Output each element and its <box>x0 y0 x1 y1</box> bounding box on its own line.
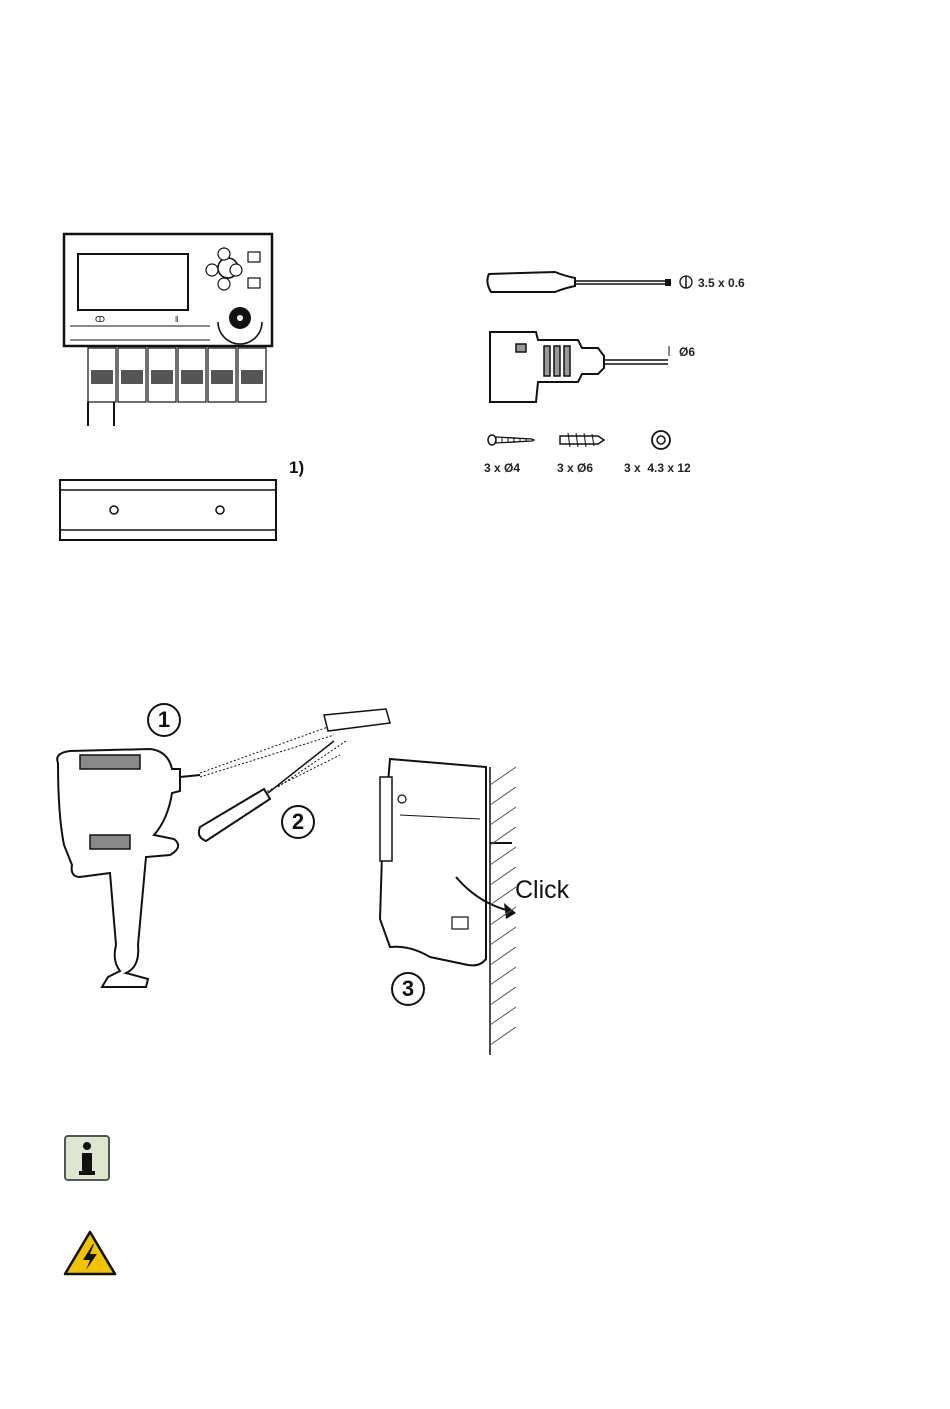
drill-drawing <box>486 326 676 410</box>
click-label: Click <box>515 876 569 905</box>
drill-bit-size-label: Ø6 <box>679 345 695 359</box>
slotted-screw-icon <box>679 275 693 289</box>
high-voltage-warning-icon <box>63 1230 117 1276</box>
wall-plug-qty-label: 3 x Ø6 <box>557 461 593 475</box>
rail-footnote-marker: 1) <box>289 458 304 478</box>
wall-plug-icon <box>558 429 606 451</box>
screwdriver-size-label: 3.5 x 0.6 <box>698 276 745 290</box>
step-3-number: 3 <box>402 976 414 1001</box>
screw-qty-label: 3 x Ø4 <box>484 461 520 475</box>
controller-unit-drawing: ↀ ‖ <box>60 230 280 430</box>
step-2-marker: 2 <box>281 805 315 839</box>
svg-text:ↀ: ↀ <box>95 315 105 324</box>
svg-text:‖: ‖ <box>175 315 178 324</box>
washer-qty-label: 3 x 4.3 x 12 <box>624 461 691 475</box>
screwdriver-drawing <box>485 266 685 298</box>
step-3-marker: 3 <box>391 972 425 1006</box>
din-rail-drawing <box>58 472 280 548</box>
info-icon <box>64 1135 110 1181</box>
step-2-number: 2 <box>292 809 304 834</box>
mounting-illustration <box>50 695 590 1065</box>
washer-icon <box>650 429 672 451</box>
step-1-marker: 1 <box>147 703 181 737</box>
screw-icon <box>486 432 536 448</box>
step-1-number: 1 <box>158 707 170 732</box>
